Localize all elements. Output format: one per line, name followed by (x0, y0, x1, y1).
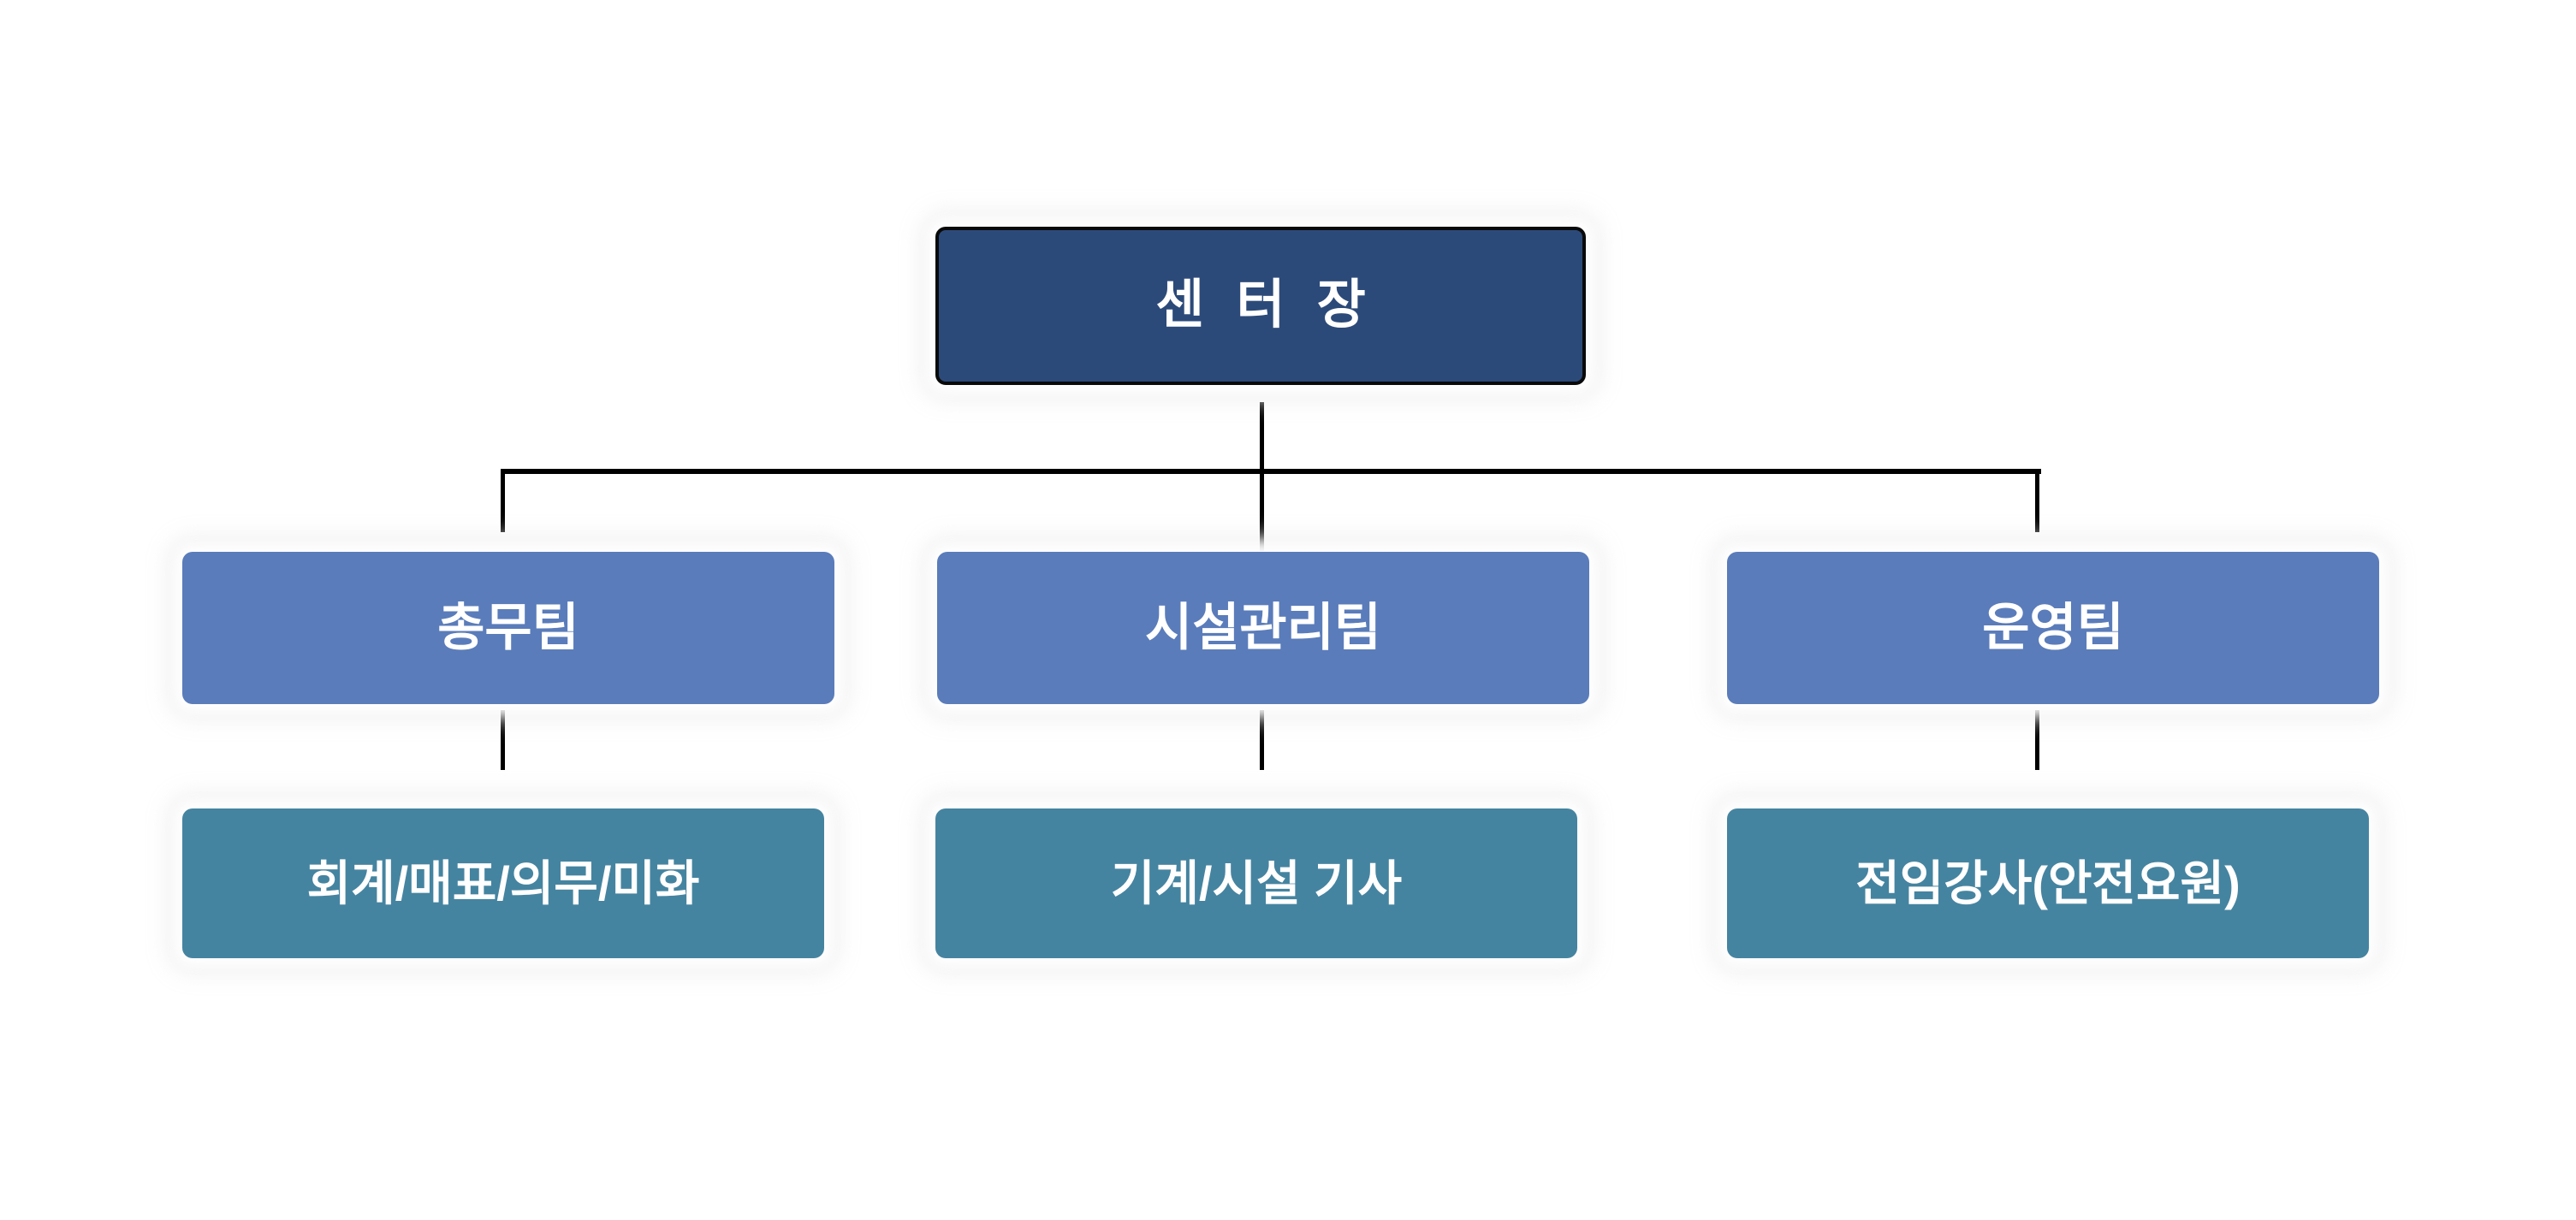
connector-horizontal-bus (501, 469, 2041, 474)
connector-drop-left (501, 469, 505, 532)
node-staff-accounting[interactable]: 회계/매표/의무/미화 (182, 808, 824, 958)
connector-drop-right (2035, 469, 2039, 532)
node-team-general-affairs[interactable]: 총무팀 (182, 552, 834, 704)
node-staff-instructor[interactable]: 전임강사(안전요원) (1727, 808, 2369, 958)
node-staff-engineer[interactable]: 기계/시설 기사 (935, 808, 1577, 958)
node-team-facility-management[interactable]: 시설관리팀 (937, 552, 1589, 704)
node-team-operations[interactable]: 운영팀 (1727, 552, 2379, 704)
connector-drop-middle (1260, 469, 1264, 551)
node-center-director[interactable]: 센 터 장 (935, 227, 1586, 385)
connector-root-stem (1260, 402, 1264, 472)
connector-stub-left (501, 710, 505, 770)
connector-stub-middle (1260, 710, 1264, 770)
connector-stub-right (2035, 710, 2039, 770)
